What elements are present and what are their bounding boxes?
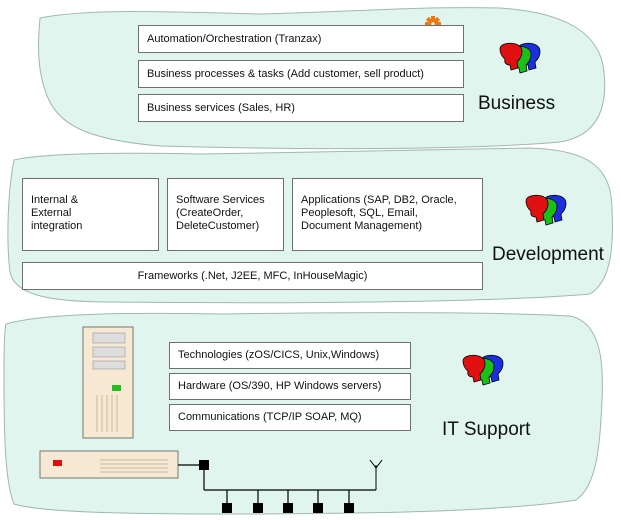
development-box-applications: Applications (SAP, DB2, Oracle, Peopleso… xyxy=(292,178,483,251)
antenna-icon xyxy=(369,459,383,490)
it-box-communications: Communications (TCP/IP SOAP, MQ) xyxy=(169,404,411,431)
box-label: Frameworks (.Net, J2EE, MFC, InHouseMagi… xyxy=(137,269,368,282)
it-box-hardware: Hardware (OS/390, HP Windows servers) xyxy=(169,373,411,400)
business-box-automation: Automation/Orchestration (Tranzax) xyxy=(138,25,464,53)
applications-line: Peoplesoft, SQL, Email, xyxy=(301,207,418,219)
business-box-services: Business services (Sales, HR) xyxy=(138,94,464,122)
box-label: Hardware (OS/390, HP Windows servers) xyxy=(178,380,382,392)
server-tower-icon xyxy=(82,326,134,439)
development-box-frameworks: Frameworks (.Net, J2EE, MFC, InHouseMagi… xyxy=(22,262,483,290)
integration-line: External xyxy=(31,207,72,219)
applications-line: Document Management) xyxy=(301,220,423,232)
business-box-processes: Business processes & tasks (Add customer… xyxy=(138,60,464,88)
box-label: Business services (Sales, HR) xyxy=(147,101,295,114)
it-support-label: IT Support xyxy=(442,419,531,440)
integration-line: integration xyxy=(31,220,83,232)
box-label: Technologies (zOS/CICS, Unix,Windows) xyxy=(178,349,380,361)
development-box-software-services: Software Services (CreateOrder, DeleteCu… xyxy=(167,178,284,251)
software-services-line: Software Services xyxy=(176,194,265,206)
software-services-line: DeleteCustomer) xyxy=(176,220,260,232)
applications-line: Applications (SAP, DB2, Oracle, xyxy=(301,194,457,206)
network-hub-icon xyxy=(39,450,376,513)
it-box-technologies: Technologies (zOS/CICS, Unix,Windows) xyxy=(169,342,411,369)
integration-line: Internal & xyxy=(31,194,79,206)
business-label: Business xyxy=(478,93,556,114)
box-label: Business processes & tasks (Add customer… xyxy=(147,67,424,80)
box-label: Automation/Orchestration (Tranzax) xyxy=(147,32,322,45)
software-services-line: (CreateOrder, xyxy=(176,207,244,219)
development-label: Development xyxy=(492,244,604,265)
development-box-integration: Internal & External integration xyxy=(22,178,159,251)
box-label: Communications (TCP/IP SOAP, MQ) xyxy=(178,411,362,423)
